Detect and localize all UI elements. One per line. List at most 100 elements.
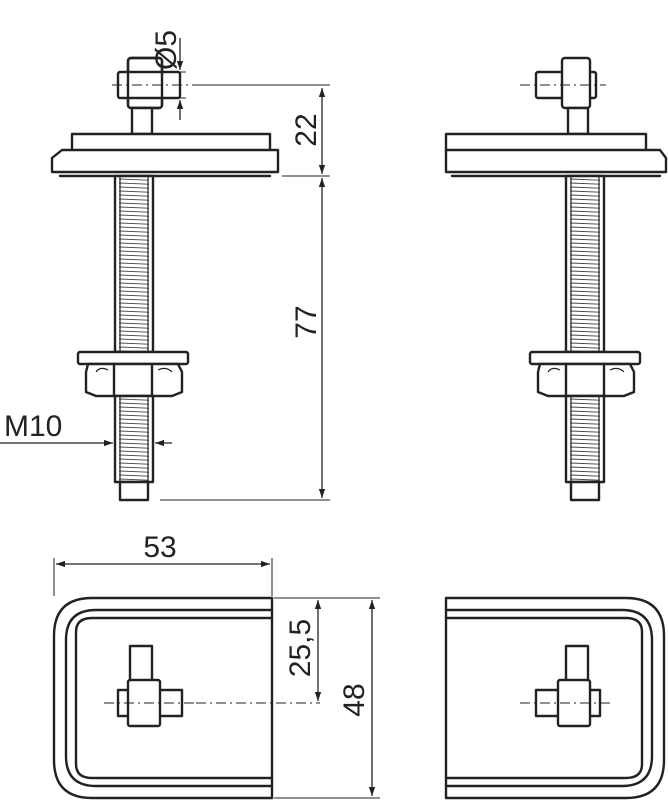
right-thread-upper [569, 176, 601, 353]
thread-line [569, 334, 601, 337]
thread-line [118, 334, 150, 337]
left-shank-tip [118, 480, 150, 502]
thread-line [118, 250, 150, 253]
thread-line [118, 318, 150, 321]
thread-line [569, 186, 601, 189]
thread-line [569, 270, 601, 273]
left-plate-base [50, 148, 280, 174]
dim-half-depth-label: 25,5 [284, 619, 317, 677]
thread-line [569, 450, 601, 453]
thread-line [118, 466, 150, 469]
thread-line [569, 338, 601, 341]
thread-line [569, 214, 601, 217]
thread-line [569, 398, 601, 401]
thread-line [118, 402, 150, 405]
right-neck [566, 106, 590, 136]
thread-line [118, 178, 150, 181]
dim-thread-size: M10 [0, 410, 172, 447]
thread-line [118, 342, 150, 345]
thread-line [569, 474, 601, 477]
dim-plate-to-pin-label: 22 [290, 113, 323, 146]
thread-line [569, 410, 601, 413]
right-base-outer [444, 596, 666, 800]
thread-line [569, 222, 601, 225]
left-thread-lower [118, 396, 150, 482]
thread-line [118, 294, 150, 297]
right-bolt-view [444, 56, 668, 502]
thread-line [569, 414, 601, 417]
thread-line [569, 262, 601, 265]
left-bolt-view [50, 56, 280, 502]
thread-line [118, 330, 150, 333]
thread-line [569, 226, 601, 229]
thread-line [569, 238, 601, 241]
thread-line [569, 442, 601, 445]
thread-line [118, 198, 150, 201]
thread-line [118, 182, 150, 185]
thread-line [118, 206, 150, 209]
thread-line [569, 278, 601, 281]
left-neck [130, 106, 154, 136]
dim-width: 53 [56, 531, 270, 568]
thread-line [118, 470, 150, 473]
thread-line [118, 222, 150, 225]
thread-line [118, 270, 150, 273]
thread-line [118, 414, 150, 417]
thread-line [569, 294, 601, 297]
thread-line [569, 470, 601, 473]
left-thread-upper [118, 176, 150, 353]
thread-line [118, 186, 150, 189]
thread-line [118, 214, 150, 217]
left-base-view [52, 596, 320, 800]
thread-line [118, 238, 150, 241]
dim-depth-label: 48 [338, 683, 371, 716]
thread-line [118, 462, 150, 465]
thread-line [118, 302, 150, 305]
thread-line [569, 230, 601, 233]
thread-line [118, 254, 150, 257]
thread-line [118, 234, 150, 237]
thread-line [569, 346, 601, 349]
dim-thread-length: 77 [290, 178, 326, 498]
thread-line [118, 426, 150, 429]
right-washer [528, 350, 642, 366]
thread-line [118, 454, 150, 457]
left-nut [84, 362, 184, 398]
thread-line [569, 198, 601, 201]
thread-line [569, 274, 601, 277]
thread-line [118, 218, 150, 221]
right-base-inner [444, 616, 644, 780]
thread-line [569, 190, 601, 193]
thread-line [569, 254, 601, 257]
thread-line [569, 426, 601, 429]
thread-line [569, 246, 601, 249]
thread-line [118, 230, 150, 233]
thread-line [118, 430, 150, 433]
thread-line [118, 210, 150, 213]
right-base-view [444, 596, 666, 800]
thread-line [569, 430, 601, 433]
thread-line [118, 442, 150, 445]
thread-line [569, 178, 601, 181]
dim-pin-diameter-label: Ø5 [150, 30, 183, 70]
thread-line [118, 274, 150, 277]
right-pin-boss [560, 56, 592, 110]
dim-thread-length-label: 77 [290, 305, 323, 338]
thread-line [118, 406, 150, 409]
thread-line [118, 306, 150, 309]
dim-depth: 48 [338, 600, 376, 796]
thread-line [569, 250, 601, 253]
thread-line [569, 202, 601, 205]
thread-line [569, 318, 601, 321]
right-base-mid [444, 608, 654, 788]
thread-line [118, 310, 150, 313]
thread-line [118, 398, 150, 401]
dim-pin-diameter: Ø5 [150, 30, 186, 120]
thread-line [118, 478, 150, 481]
thread-line [118, 458, 150, 461]
thread-line [118, 446, 150, 449]
thread-line [118, 410, 150, 413]
thread-line [118, 194, 150, 197]
thread-line [118, 326, 150, 329]
